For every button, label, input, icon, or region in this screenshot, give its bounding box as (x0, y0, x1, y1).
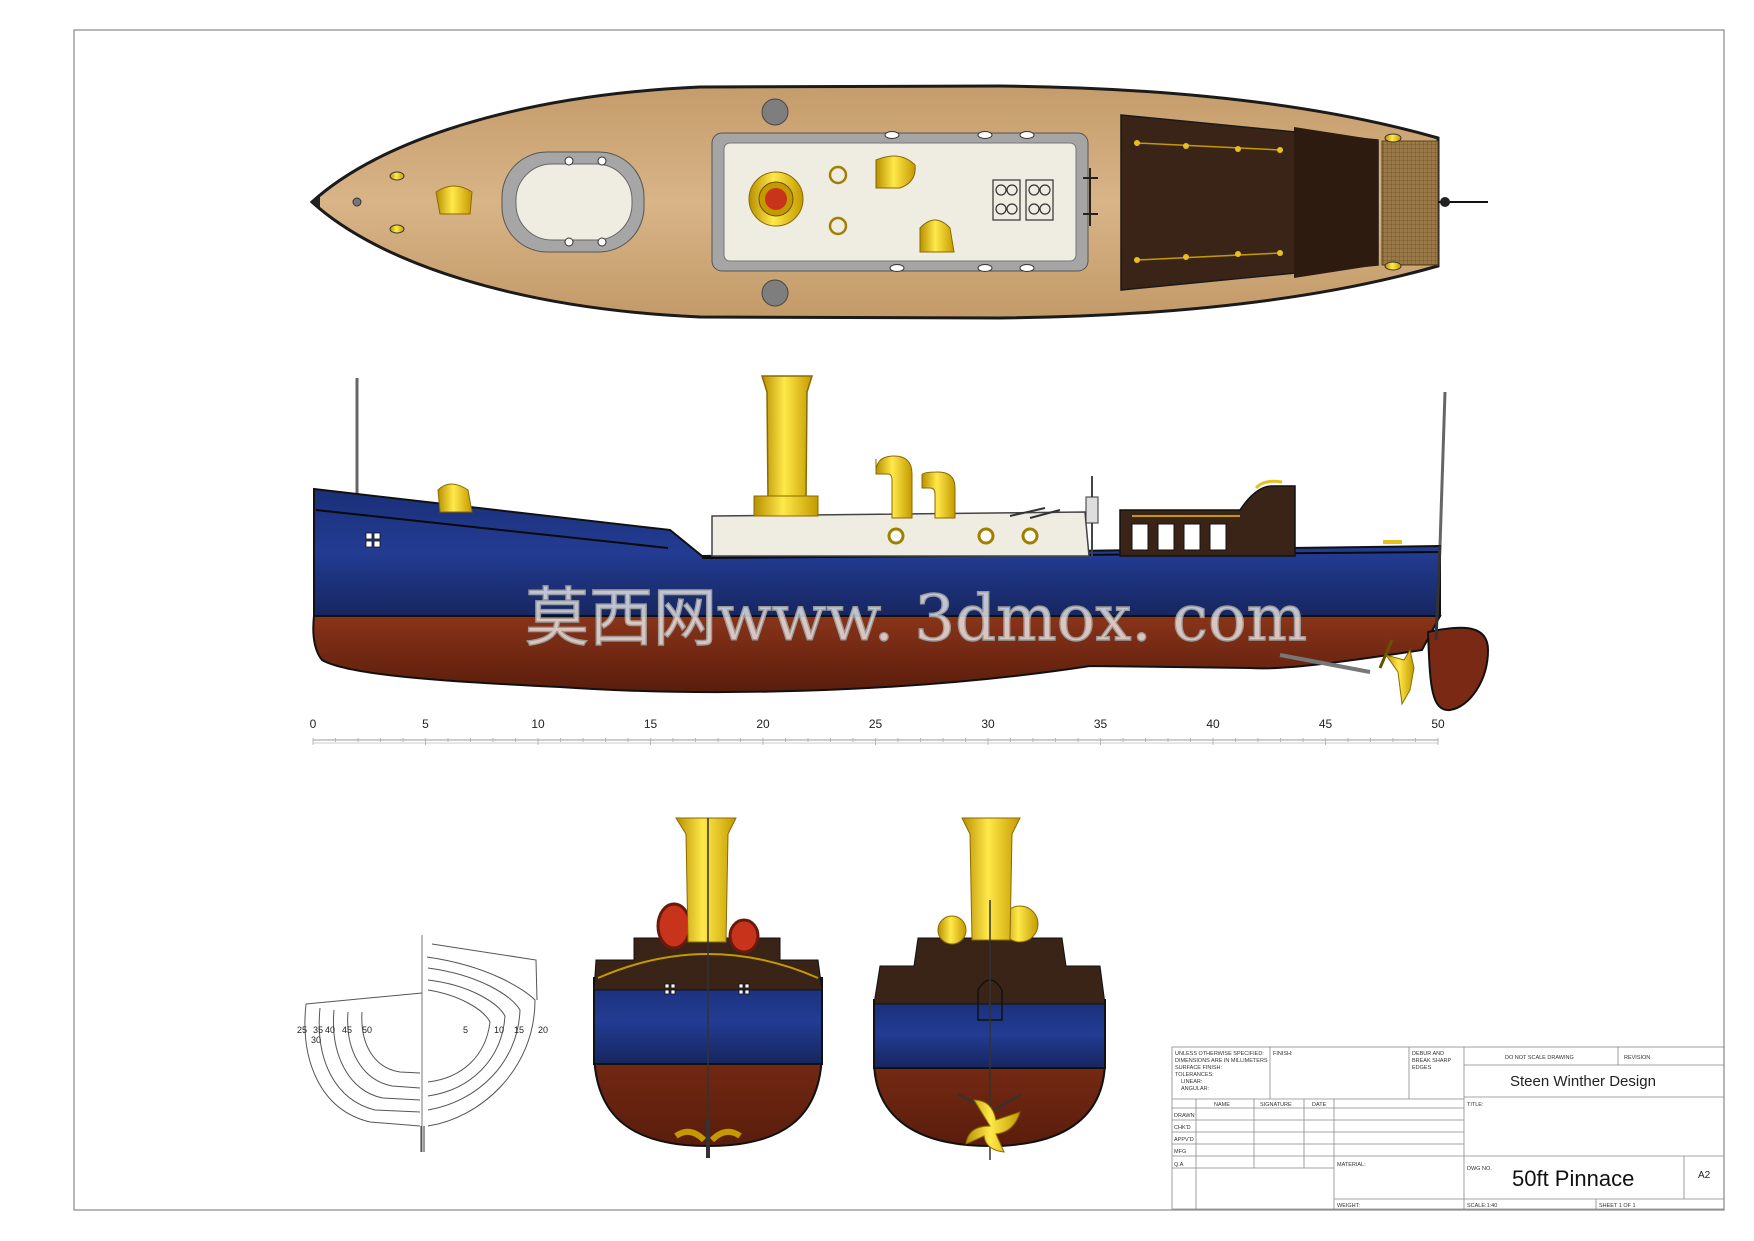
station-label: 50 (362, 1025, 372, 1035)
station-label: 45 (342, 1025, 352, 1035)
station-label: 20 (538, 1025, 548, 1035)
bow-view (593, 817, 823, 1158)
revision-label: REVISION (1624, 1055, 1650, 1061)
bow-funnel (675, 817, 737, 943)
scale-label: 30 (981, 717, 995, 731)
scale-bar: 0 5 10 15 20 25 30 35 40 45 50 (310, 717, 1445, 745)
watermark: 莫西网www. 3dmox. com (525, 582, 1307, 656)
unless-text: DIMENSIONS ARE IN MILLIMETERS (1175, 1058, 1268, 1064)
hull-boot-top (312, 615, 1442, 693)
title-block (1171, 1046, 1725, 1210)
scale-label: 25 (869, 717, 883, 731)
row-label: Q.A (1174, 1162, 1184, 1168)
sheet-size: A2 (1698, 1170, 1711, 1181)
drawing-title: 50ft Pinnace (1512, 1166, 1634, 1191)
row-label: MFG (1174, 1149, 1186, 1155)
scale-label: 0 (310, 717, 317, 731)
row-label: CHK'D (1174, 1125, 1191, 1131)
scale-label: SCALE:1:40 (1467, 1203, 1497, 1209)
scale-label: 45 (1319, 717, 1333, 731)
deburr-text: EDGES (1412, 1065, 1432, 1071)
col-name: NAME (1214, 1102, 1230, 1108)
vent-cowl-b (919, 219, 955, 253)
title-block-text: UNLESS OTHERWISE SPECIFIED: DIMENSIONS A… (1174, 1051, 1711, 1209)
scale-label: 10 (531, 717, 545, 731)
scale-label: 20 (756, 717, 770, 731)
station-label: 10 (494, 1025, 504, 1035)
station-label: 25 (297, 1025, 307, 1035)
do-not-scale-label: DO NOT SCALE DRAWING (1505, 1055, 1574, 1061)
weight-label: WEIGHT: (1337, 1203, 1360, 1209)
funnel (760, 375, 814, 501)
deburr-text: BREAK SHARP (1412, 1058, 1451, 1064)
ensign-staff (1438, 391, 1447, 547)
scale-label: 35 (1094, 717, 1108, 731)
row-label: APPV'D (1174, 1137, 1194, 1143)
row-label: DRAWN (1174, 1113, 1195, 1119)
bow-vent-cowl (435, 185, 473, 215)
rudder (1426, 626, 1490, 712)
station-label: 30 (311, 1035, 321, 1045)
vent-cowl-a (875, 155, 916, 189)
stern-grating (1381, 140, 1439, 266)
stern-propeller (965, 1099, 1021, 1153)
unless-text: UNLESS OTHERWISE SPECIFIED: (1175, 1051, 1264, 1057)
body-plan-labels: 25 35 40 45 50 30 5 10 15 20 (297, 1025, 548, 1045)
unless-text: TOLERANCES: (1175, 1072, 1214, 1078)
sheet-label: SHEET 1 OF 1 (1599, 1203, 1636, 1209)
propeller (1384, 648, 1415, 706)
plan-view (309, 84, 1488, 320)
profile-view (312, 375, 1490, 712)
unless-text: ANGULAR: (1181, 1086, 1210, 1092)
stern-view (873, 817, 1106, 1160)
dwg-no-label: DWG NO. (1467, 1166, 1492, 1172)
station-label: 15 (514, 1025, 524, 1035)
title-label: TITLE: (1467, 1102, 1484, 1108)
stern-funnel (961, 817, 1021, 941)
scale-label: 50 (1431, 717, 1445, 731)
col-date: DATE (1312, 1102, 1327, 1108)
unless-text: SURFACE FINISH: (1175, 1065, 1223, 1071)
station-label: 35 (313, 1025, 323, 1035)
station-label: 5 (463, 1025, 468, 1035)
scale-label: 5 (422, 717, 429, 731)
company-name: Steen Winther Design (1510, 1073, 1656, 1090)
finish-label: FINISH: (1273, 1051, 1293, 1057)
scale-label: 15 (644, 717, 658, 731)
station-label: 40 (325, 1025, 335, 1035)
col-signature: SIGNATURE (1260, 1102, 1292, 1108)
body-plan (304, 935, 538, 1152)
scale-label: 40 (1206, 717, 1220, 731)
unless-text: LINEAR: (1181, 1079, 1203, 1085)
material-label: MATERIAL: (1337, 1162, 1366, 1168)
deburr-text: DEBUR AND (1412, 1051, 1444, 1057)
